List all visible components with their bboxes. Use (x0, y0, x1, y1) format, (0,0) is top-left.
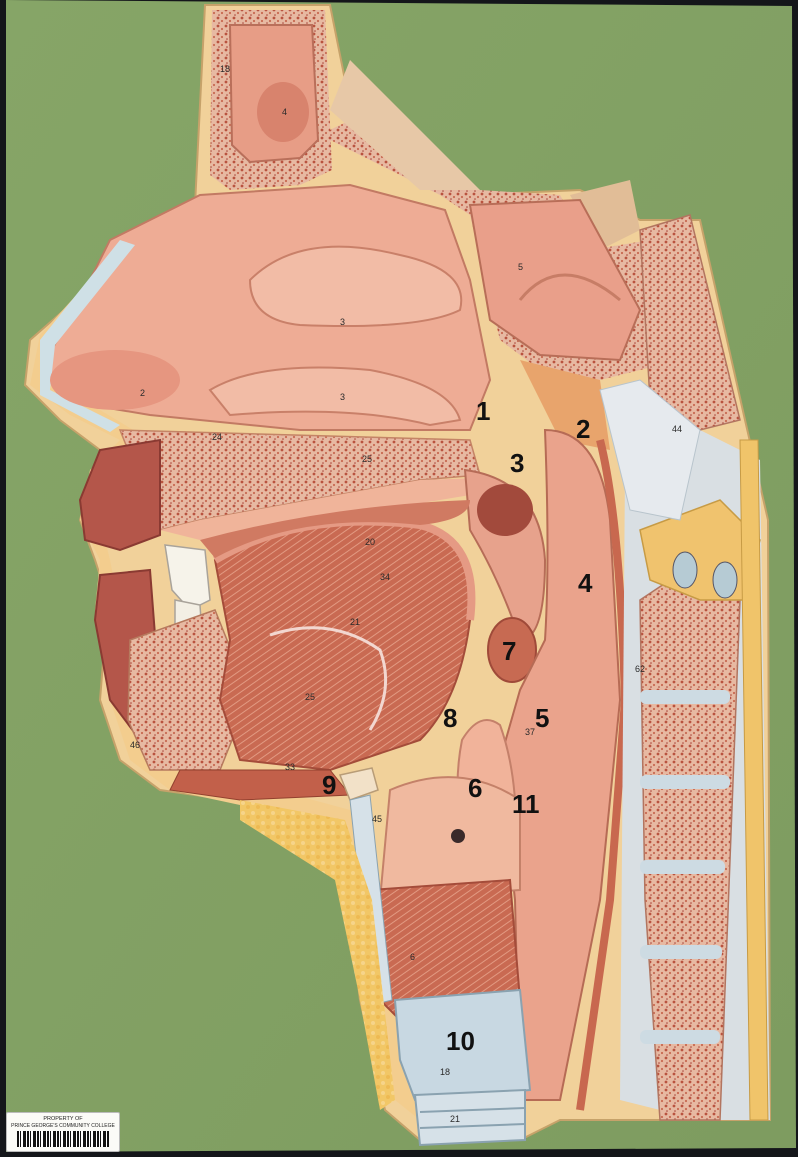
model-printed-number: 34 (380, 572, 390, 582)
label-11: 11 (512, 789, 540, 819)
trachea-line (419, 1123, 526, 1129)
hyoid-bone (338, 767, 379, 801)
occipital-bone (639, 214, 741, 431)
label-4: 4 (578, 568, 593, 598)
atlas-foramen (672, 551, 698, 589)
model-printed-number: 37 (525, 727, 535, 737)
intervertebral-disc (640, 945, 722, 959)
intervertebral-discs (640, 690, 730, 1044)
clivus-edge (570, 180, 640, 250)
model-printed-number: 24 (212, 432, 222, 442)
larynx-dot (451, 829, 465, 843)
label-7: 7 (502, 636, 516, 666)
model-printed-number: 20 (365, 537, 375, 547)
model-printed-number: 62 (635, 664, 645, 674)
uvula-muscle (477, 484, 533, 536)
model-printed-number: 21 (450, 1114, 460, 1124)
oral-cavity-roof-gap (200, 500, 470, 558)
model-printed-number: 18 (440, 1067, 450, 1077)
label-10: 10 (446, 1026, 475, 1056)
label-1: 1 (476, 396, 490, 426)
middle-concha (208, 366, 462, 427)
barcode (17, 1131, 109, 1147)
nasal-vestibule (50, 350, 180, 410)
label-3: 3 (510, 448, 524, 478)
label-6: 6 (468, 773, 482, 803)
model-printed-number: 25 (305, 692, 315, 702)
label-9: 9 (322, 770, 336, 800)
spinal-cord-band (739, 439, 769, 1121)
mandible (127, 609, 241, 771)
label-8: 8 (443, 703, 457, 733)
palate-mucosa (160, 478, 480, 540)
nasal-cartilage (40, 240, 135, 432)
model-printed-number: 4 (282, 107, 287, 117)
trachea-line (419, 1107, 526, 1113)
model-printed-number: 3 (340, 317, 345, 327)
model-printed-number: 46 (130, 740, 140, 750)
larynx-cartilage (378, 776, 521, 902)
upper-lip (78, 438, 161, 552)
intervertebral-disc (640, 1030, 720, 1044)
nuchal-ligaments (599, 379, 701, 521)
sphenoid-septum (518, 273, 621, 302)
sphenoid-sinus (468, 198, 642, 362)
sticker-line-1: PROPERTY OF (43, 1116, 83, 1122)
sinus-bulge (257, 82, 309, 142)
neck-fat (240, 800, 395, 1110)
palatine-tonsil (487, 617, 537, 683)
atlas-foramen (712, 561, 738, 599)
model-printed-number: 21 (350, 617, 360, 627)
label-5: 5 (535, 703, 549, 733)
model-printed-number: 44 (672, 424, 682, 434)
model-printed-number: 45 (372, 814, 382, 824)
cranial-cavity-surface (330, 60, 480, 190)
tongue-septum (269, 626, 388, 731)
model-printed-number: 25 (362, 454, 372, 464)
sticker-line-2: PRINCE GEORGE'S COMMUNITY COLLEGE (11, 1123, 115, 1129)
trachea-ring (413, 1088, 526, 1147)
property-sticker: PROPERTY OF PRINCE GEORGE'S COMMUNITY CO… (6, 1112, 120, 1152)
oral-floor-muscles (169, 769, 352, 801)
model-printed-number: 33 (285, 762, 295, 772)
model-printed-number: 2 (140, 388, 145, 398)
model-printed-number: 5 (518, 262, 523, 272)
intervertebral-disc (640, 690, 730, 704)
pharyngeal-tonsil-area (520, 360, 610, 450)
label-2: 2 (576, 414, 590, 444)
model-printed-number: 3 (340, 392, 345, 402)
superior-concha (248, 245, 463, 327)
model-printed-number: 6 (410, 952, 415, 962)
intervertebral-disc (640, 775, 730, 789)
intervertebral-disc (640, 860, 725, 874)
model-printed-number: 18 (220, 64, 230, 74)
